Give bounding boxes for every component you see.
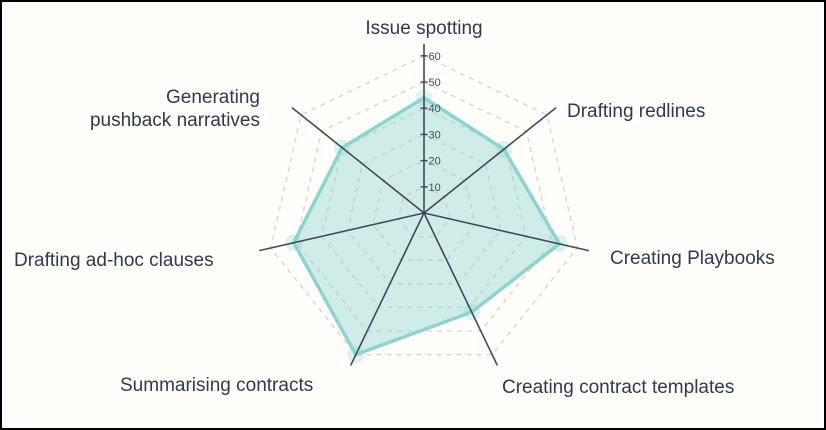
axis-label-drafting-redlines: Drafting redlines	[567, 100, 705, 123]
axis-label-line: Generating	[165, 87, 260, 108]
axis-spoke-6	[291, 106, 425, 214]
axis-spoke-3	[423, 212, 499, 366]
axis-label-drafting-ad-hoc-clauses: Drafting ad-hoc clauses	[14, 249, 214, 272]
axis-label-line: pushback narratives	[89, 110, 260, 131]
data-polygon-outline	[291, 95, 562, 357]
grid-ring-50	[295, 81, 553, 332]
axis-label-line: Summarising contracts	[120, 375, 314, 396]
axis-label-summarising-contracts: Summarising contracts	[120, 374, 313, 397]
axis-label-line: Drafting redlines	[567, 101, 706, 122]
axis-label-creating-contract-templates: Creating contract templates	[502, 376, 734, 399]
tick-label-60: 60	[429, 51, 441, 63]
axis-label-line: Creating contract templates	[502, 377, 735, 398]
tick-label-20: 20	[429, 156, 441, 168]
tick-label-50: 50	[429, 77, 441, 89]
axis-label-line: Drafting ad-hoc clauses	[14, 250, 214, 271]
tick-label-30: 30	[429, 129, 441, 141]
axis-label-line: Creating Playbooks	[610, 248, 775, 269]
grid-ring-10	[397, 186, 451, 238]
axis-spoke-4	[349, 212, 425, 366]
axis-spoke-2	[423, 212, 589, 252]
tick-label-10: 10	[429, 182, 441, 194]
grid-ring-40	[321, 107, 527, 309]
tick-label-40: 40	[429, 103, 441, 115]
axis-label-creating-playbooks: Creating Playbooks	[610, 247, 775, 270]
axis-spoke-1	[423, 106, 557, 214]
axis-label-issue-spotting: Issue spotting	[365, 17, 482, 40]
grid-ring-20	[372, 159, 476, 261]
axis-spoke-5	[259, 212, 425, 252]
axis-label-line: Issue spotting	[365, 18, 483, 39]
